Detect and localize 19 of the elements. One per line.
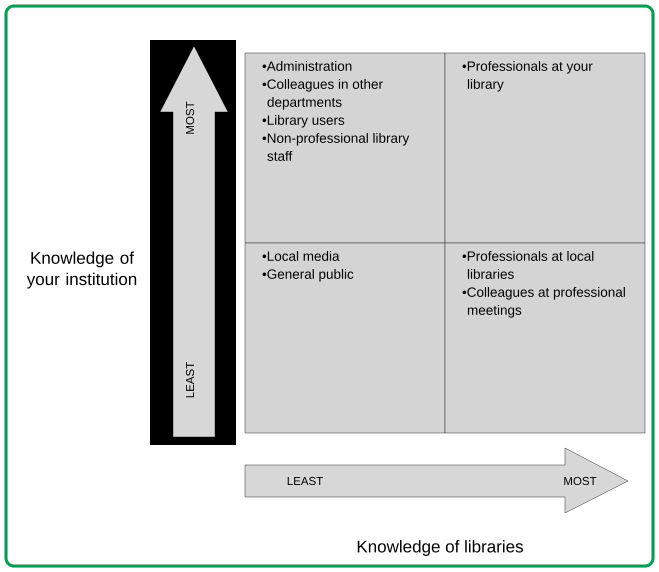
quadrant-cell: [444, 52, 646, 244]
arrow-label: MOST: [186, 102, 194, 134]
arrow-label: LEAST: [288, 476, 323, 486]
bullet-item: •Colleagues at professional meetings: [462, 287, 625, 318]
quadrant-cell: [444, 242, 646, 434]
quadrant-cell: [244, 52, 446, 244]
bullet-item: •Local media: [262, 251, 340, 261]
arrow-label: LEAST: [186, 362, 194, 398]
quadrant-cell: [244, 242, 446, 434]
bullet-item: •Administration: [262, 61, 352, 71]
bullet-item: •General public: [262, 269, 354, 282]
axis-label: Knowledge of libraries: [358, 540, 523, 556]
bullet-item: •Professionals at your library: [462, 61, 593, 92]
bullet-item: •Professionals at local libraries: [462, 251, 594, 279]
bullet-item: •Library users: [262, 115, 344, 128]
axis-label: Knowledge of your institution: [26, 251, 136, 289]
bullet-item: •Colleagues in other departments: [262, 79, 383, 110]
arrow-label: MOST: [564, 476, 596, 486]
bullet-item: •Non-professional library staff: [262, 133, 410, 161]
